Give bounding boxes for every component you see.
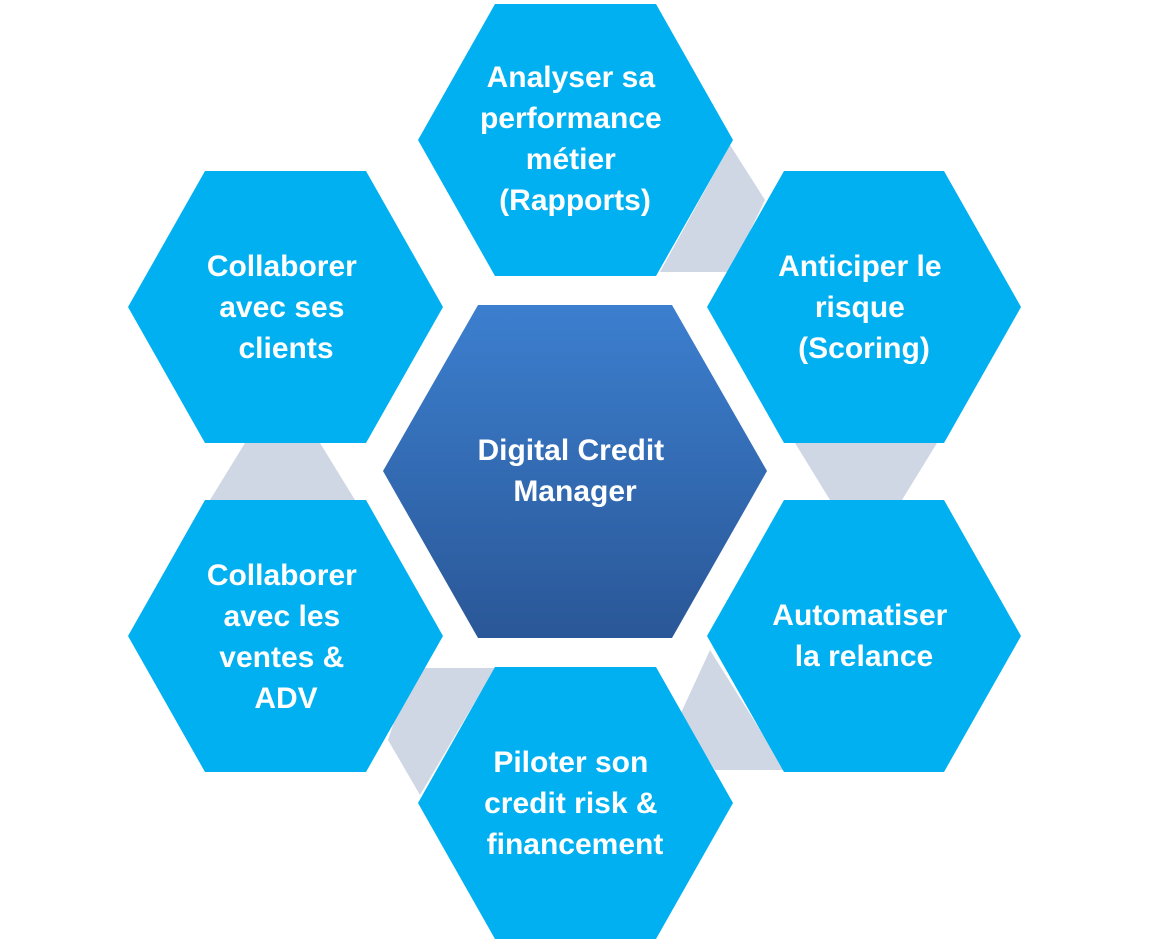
hexagon-lower-left [128, 500, 443, 772]
connector-top-upper-right [660, 145, 765, 272]
node-label-upper-right: Anticiper le risque (Scoring) [778, 250, 950, 365]
connector-lower-left-upper-left [210, 443, 355, 500]
hexagon-lower-right [707, 500, 1021, 772]
labels: Digital Credit Manager Analyser sa perfo… [207, 61, 955, 861]
node-label-lower-right: Automatiser la relance [772, 599, 955, 673]
connectors [210, 145, 937, 795]
node-label-lower-left: Collaborer avec les ventes & ADV [207, 559, 365, 715]
connector-bottom-lower-left [388, 668, 495, 795]
connector-lower-right-bottom [680, 650, 785, 770]
hexagon-top [418, 4, 733, 276]
hexagon-upper-left [128, 171, 443, 443]
node-label-top: Analyser sa performance métier (Rapports… [480, 61, 670, 217]
connector-upper-right-lower-right [795, 443, 937, 500]
center-label: Digital Credit Manager [477, 434, 672, 508]
hexagon-bottom [418, 667, 733, 939]
outer-hexagons [128, 4, 1021, 939]
hexagon-upper-right [707, 171, 1021, 443]
node-label-upper-left: Collaborer avec ses clients [207, 250, 365, 365]
hexagon-center [383, 305, 767, 638]
node-label-bottom: Piloter son credit risk & financement [484, 746, 666, 861]
